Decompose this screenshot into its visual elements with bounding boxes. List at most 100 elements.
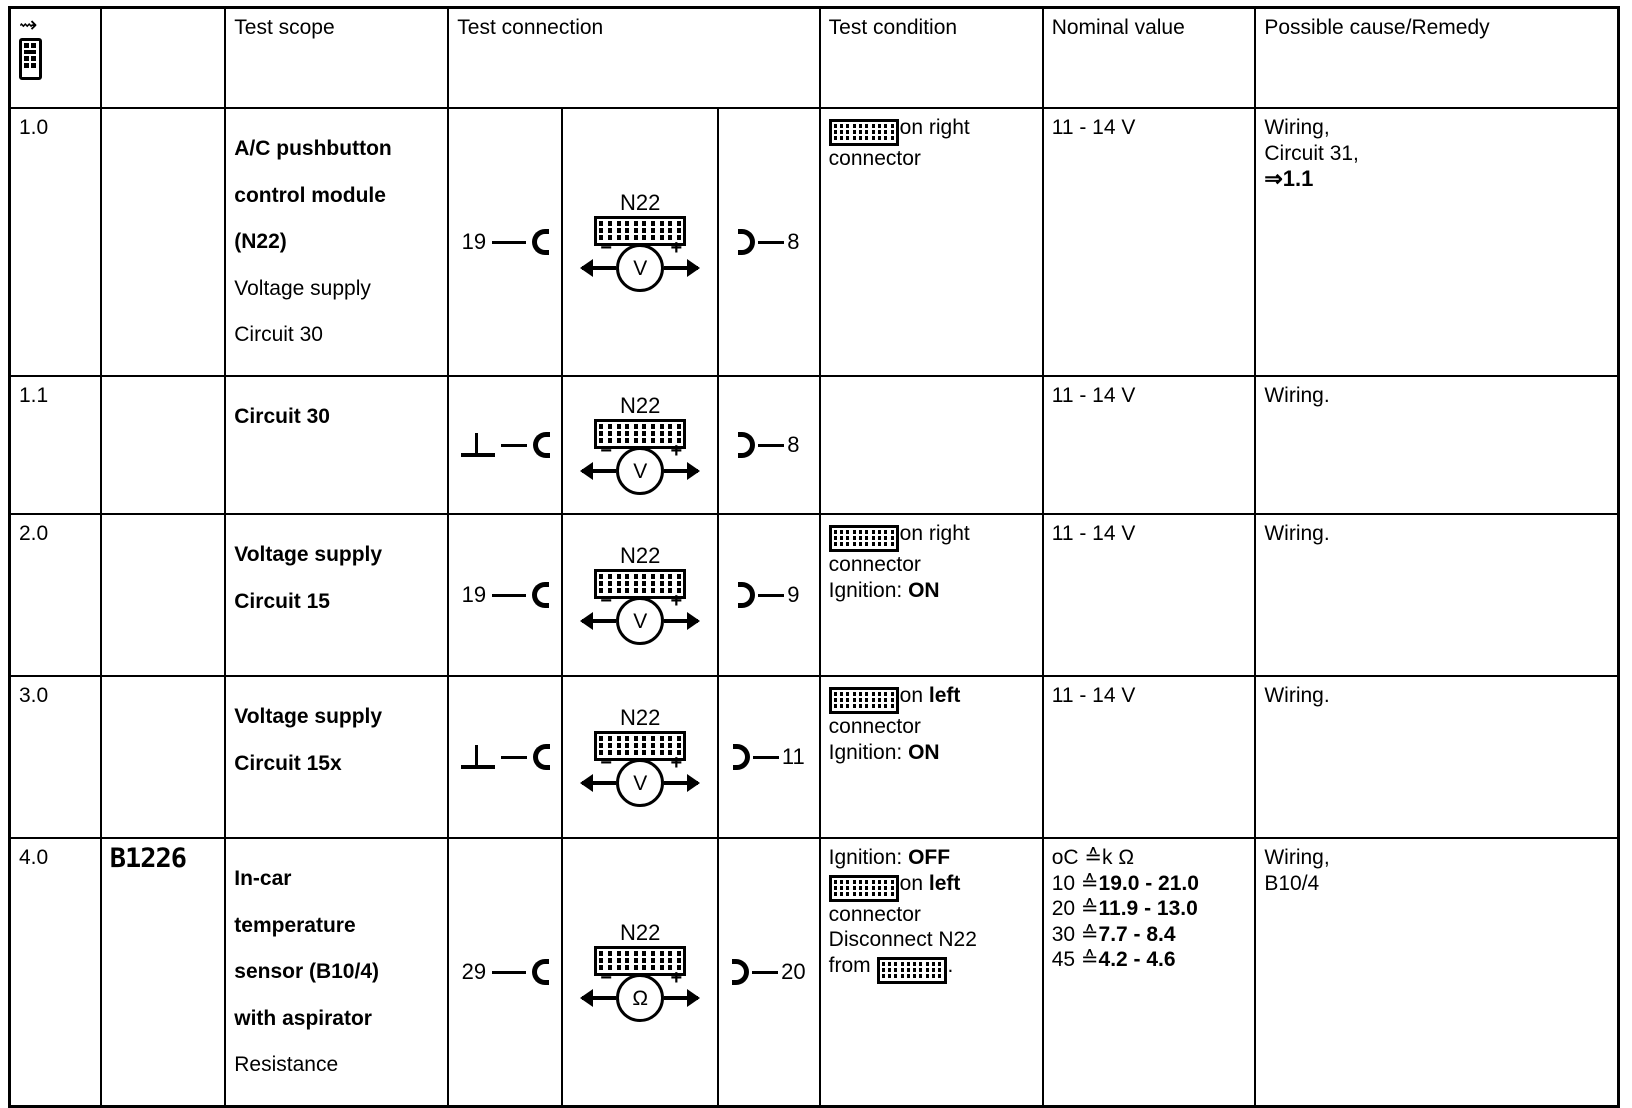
temperature: 20 [1051,897,1076,921]
scope-line: Circuit 30 [234,405,330,429]
step-number: 1.0 [8,106,102,378]
test-connection-left [447,675,564,840]
test-connection-left: 19 [447,513,564,678]
ground-symbol-icon [460,433,495,458]
condition-line: connector [828,902,921,926]
arrow-right-icon [664,462,701,481]
fault-code-cell [99,513,227,678]
remedy-cell: Wiring. [1254,375,1620,516]
nominal-line: 11 - 14 V [1051,116,1136,139]
condition-line: Ignition: ON [828,578,940,602]
condition-line: on right [828,521,1034,553]
arrow-right-icon [664,989,701,1008]
socket-connector-icon [532,432,550,459]
nominal-line: 11 - 14 V [1051,522,1136,546]
test-condition-cell: on right connector Ignition: ON [818,513,1044,678]
voltmeter-icon: V [616,759,665,808]
remedy-line: Circuit 31, [1264,141,1359,165]
scope-line: Circuit 30 [234,323,323,347]
arrow-left-icon [580,989,617,1008]
remedy-step-reference[interactable]: ⇒1.1 [1264,166,1314,192]
connector-side: left [928,871,961,895]
fault-code-cell [99,106,227,378]
double-arrow-icon: ⇝ [19,12,38,37]
ignition-state: OFF [908,846,951,870]
condition-line: from . [829,953,1034,984]
polarity-minus: − [600,237,612,260]
table-row: 4.0 B1226 In-car temperature sensor (B10… [8,837,1620,1108]
test-scope-cell: In-car temperature sensor (B10/4) with a… [224,837,450,1108]
plug-connector-icon [738,582,756,609]
left-terminal-number: 29 [461,958,487,984]
test-scope-cell: Voltage supply Circuit 15x [224,675,450,840]
nominal-value-cell: 11 - 14 V [1041,513,1257,678]
condition-line: on right [828,115,1034,146]
polarity-minus: − [600,967,612,990]
arrow-left-icon [580,612,617,631]
scope-line: Voltage supply [234,705,383,729]
resistance-range: 7.7 - 8.4 [1098,922,1176,946]
voltmeter-icon: V [616,447,665,496]
test-connection-right: 20 [717,837,821,1108]
polarity-plus: + [670,967,683,990]
table-row: 3.0 Voltage supply Circuit 15x [8,675,1620,840]
lead-line [758,443,785,447]
polarity-minus: − [600,752,612,775]
handheld-tester-icon [19,37,42,80]
lead-line [500,755,527,759]
header-cell-possible-cause-remedy: Possible cause/Remedy [1254,6,1620,109]
remedy-line: Wiring. [1264,684,1330,708]
lead-line [752,970,779,974]
corresponds-symbol: ≙ [1080,897,1099,921]
remedy-cell: Wiring. [1254,513,1620,678]
test-condition-cell [818,375,1044,516]
module-label: N22 [620,920,661,946]
remedy-line: Wiring. [1264,522,1330,546]
ground-symbol-icon [460,745,495,770]
condition-line: connector [828,553,921,577]
polarity-plus: + [670,440,683,463]
connector-icon [828,525,899,553]
polarity-plus: + [670,237,683,260]
scope-line: with aspirator [234,1006,372,1030]
remedy-cell: Wiring, B10/4 [1254,837,1620,1108]
scope-line: Circuit 15x [234,751,342,775]
condition-line: connector [828,715,921,739]
nominal-pair: 30 ≙7.7 - 8.4 [1052,922,1247,948]
fault-code-lcd: B1226 [109,843,187,875]
corresponds-symbol: ≙ [1080,871,1099,895]
connector-icon [594,216,687,247]
socket-connector-icon [532,959,550,986]
table-row: 2.0 Voltage supply Circuit 15 19 [8,513,1620,678]
test-scope-cell: Circuit 30 [224,375,450,516]
connector-icon [828,687,899,715]
nominal-pair: 20 ≙11.9 - 13.0 [1052,896,1247,922]
resistance-range: 4.2 - 4.6 [1098,948,1176,972]
fault-code-cell: B1226 [99,837,227,1108]
nominal-pair: 45 ≙4.2 - 4.6 [1052,947,1247,973]
test-condition-cell: Ignition: OFF on left connector Disconne… [818,837,1044,1108]
scope-line: In-car [234,867,292,891]
polarity-plus: + [670,752,683,775]
lead-line [492,970,527,974]
table-header-row: ⇝ Test scope Test connection Test condit… [8,6,1620,109]
temperature: 30 [1051,922,1076,946]
ignition-state: ON [908,740,940,764]
condition-line: connector [828,147,921,170]
test-connection-right: 11 [717,675,821,840]
remedy-line: Wiring, [1264,846,1330,870]
test-scope-cell: A/C pushbutton control module (N22) Volt… [224,106,450,378]
polarity-plus: + [670,590,683,613]
arrow-right-icon [664,612,701,631]
condition-text: on right [899,116,970,139]
temperature: 45 [1051,948,1076,972]
step-number: 3.0 [8,675,102,840]
arrow-right-icon [664,774,701,793]
remedy-cell: Wiring, Circuit 31, ⇒1.1 [1254,106,1620,378]
module-label: N22 [620,393,661,419]
nominal-value-cell: 11 - 14 V [1041,375,1257,516]
connector-icon [876,956,947,984]
condition-line: on left [828,871,1034,902]
scope-line: control module [234,183,386,207]
socket-connector-icon [532,229,550,256]
